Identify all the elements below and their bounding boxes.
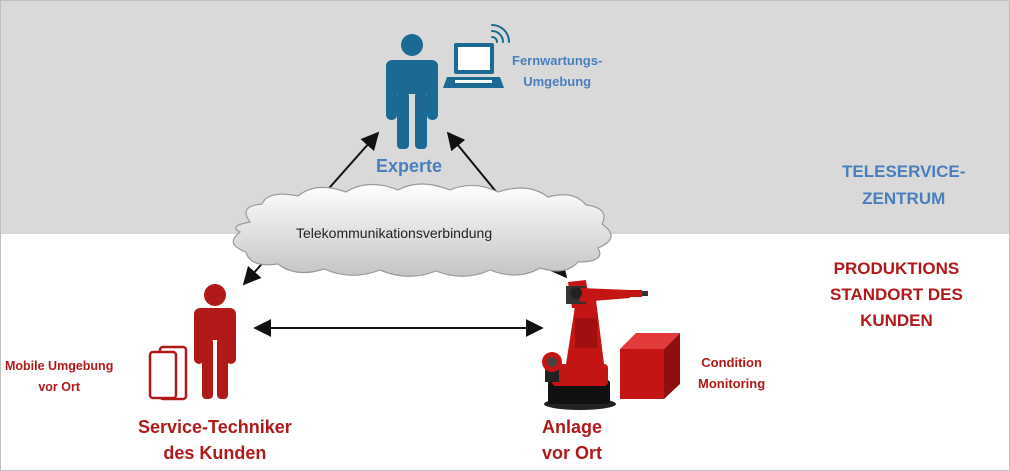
technician-label-line1: Service-Techniker <box>138 417 292 437</box>
cube-icon <box>620 333 680 399</box>
technician-person-icon <box>194 284 236 399</box>
production-zone-title: PRODUKTIONS STANDORT DES KUNDEN <box>830 256 963 334</box>
cloud-icon <box>232 183 612 277</box>
laptop-wifi-icon <box>443 24 510 88</box>
production-zone-title-line3: KUNDEN <box>860 311 933 330</box>
condition-monitoring-label-line1: Condition <box>701 355 762 370</box>
mobile-environment-label: Mobile Umgebung vor Ort <box>5 356 113 398</box>
condition-monitoring-label-line2: Monitoring <box>698 376 766 391</box>
remote-environment-label-line2: Umgebung <box>523 74 592 89</box>
production-zone-title-line2: STANDORT DES <box>830 285 963 304</box>
industrial-robot-icon <box>542 280 648 410</box>
telecommunication-connection-label: Telekommunikationsverbindung <box>296 225 493 241</box>
technician-label-line2: des Kunden <box>163 443 267 463</box>
tablet-icon <box>148 345 188 401</box>
expert-person-icon <box>386 34 438 149</box>
production-zone-title-line1: PRODUKTIONS <box>833 259 960 278</box>
machine-label-line2: vor Ort <box>542 443 603 463</box>
machine-label-line1: Anlage <box>542 417 603 437</box>
expert-label: Experte <box>376 156 443 176</box>
remote-environment-label: Fernwartungs- Umgebung <box>512 50 602 92</box>
teleservice-zone-title-line1: TELESERVICE- <box>842 162 966 181</box>
condition-monitoring-label: Condition Monitoring <box>698 352 765 394</box>
technician-label: Service-Techniker des Kunden <box>138 414 292 466</box>
remote-environment-label-line1: Fernwartungs- <box>512 53 603 68</box>
mobile-environment-label-line2: vor Ort <box>38 380 80 394</box>
mobile-environment-label-line1: Mobile Umgebung <box>5 359 114 373</box>
teleservice-zone-title-line2: ZENTRUM <box>862 189 946 208</box>
teleservice-zone-title: TELESERVICE- ZENTRUM <box>842 158 965 212</box>
machine-label: Anlage vor Ort <box>542 414 602 466</box>
